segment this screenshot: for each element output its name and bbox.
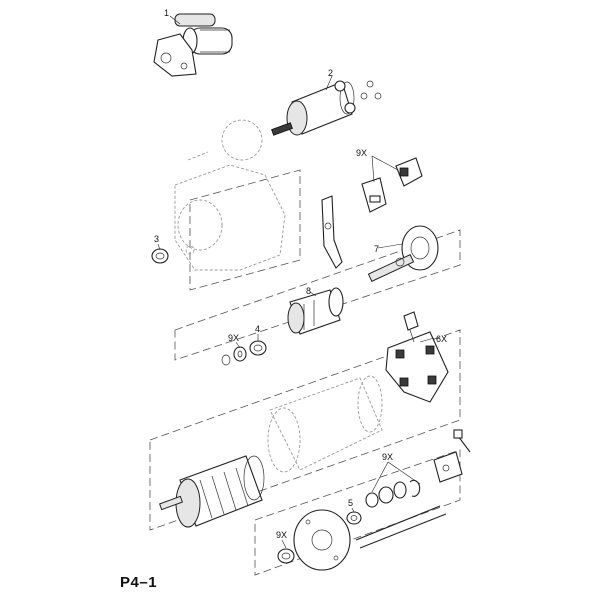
bush-5 — [346, 511, 362, 525]
pinion-drive — [287, 287, 344, 335]
callout-2: 2 — [328, 68, 333, 78]
armature — [158, 455, 265, 528]
starter-motor-assembly — [153, 13, 233, 77]
brush-holder — [385, 311, 449, 403]
commutator-end-cover — [293, 505, 447, 571]
intermediate-shaft — [367, 225, 439, 283]
callout-labels: 1 2 9X 3 7 8 9X 4 6X 9X 5 9X — [154, 8, 447, 540]
through-bolt-and-cap — [433, 429, 471, 483]
callout-9x-seal: 9X — [276, 530, 287, 540]
solenoid — [271, 80, 382, 136]
callout-9x-washers: 9X — [382, 452, 393, 462]
callout-6x: 6X — [436, 334, 447, 344]
section-frames — [149, 169, 461, 576]
leader-lines — [157, 15, 435, 549]
terminal-clip-kit — [361, 157, 423, 213]
shift-fork-lever — [321, 195, 343, 269]
callout-1: 1 — [164, 8, 169, 18]
washer-set — [365, 479, 421, 508]
callout-8: 8 — [306, 286, 311, 296]
callout-7: 7 — [374, 244, 379, 254]
yoke-ghost — [267, 375, 383, 473]
callout-4: 4 — [255, 324, 260, 334]
drive-end-housing-ghost — [174, 119, 286, 271]
callout-9x-bushing: 9X — [228, 333, 239, 343]
callout-5: 5 — [348, 498, 353, 508]
page-reference: P4–1 — [120, 574, 158, 591]
callout-9x-solenoid: 9X — [356, 148, 367, 158]
bush-3 — [151, 248, 169, 264]
seal-ring — [277, 548, 295, 564]
callout-3: 3 — [154, 234, 159, 244]
bushing-4-and-ring — [221, 340, 267, 366]
